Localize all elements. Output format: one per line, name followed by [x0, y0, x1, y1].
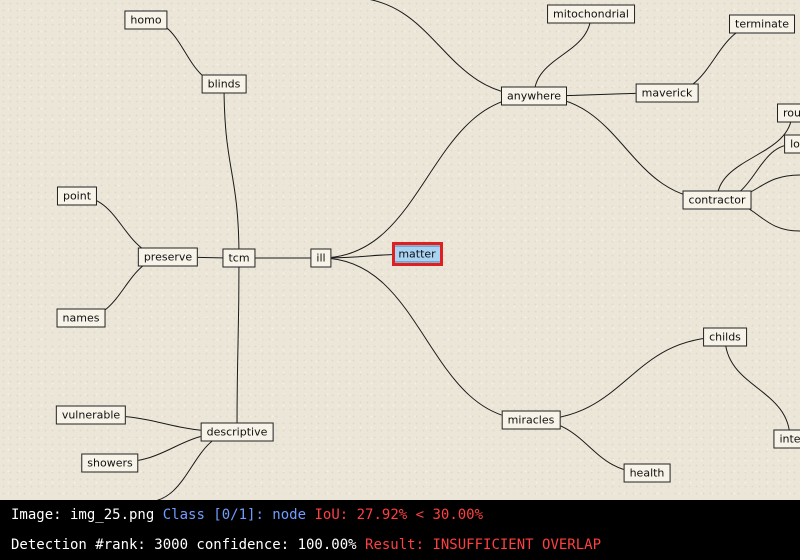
graph-edge [716, 112, 793, 201]
graph-edge [236, 257, 240, 433]
graph-edge [320, 257, 532, 421]
status-line-image: Image: img_25.png Class [0/1]: node IoU:… [11, 507, 483, 523]
graph-edge [369, 0, 535, 97]
graph-node-preserve[interactable]: preserve [137, 247, 199, 267]
graph-node-anywhere[interactable]: anywhere [500, 86, 568, 106]
graph-node-descriptive[interactable]: descriptive [200, 422, 274, 442]
graph-node-blinds[interactable]: blinds [201, 74, 247, 94]
graph-node-vulnerable[interactable]: vulnerable [55, 405, 127, 425]
graph-node-mitochondrial[interactable]: mitochondrial [547, 4, 635, 24]
graph-edge [320, 95, 535, 259]
graph-node-lo[interactable]: lo [784, 134, 800, 154]
graph-node-miracles[interactable]: miracles [501, 410, 561, 430]
graph-node-health[interactable]: health [623, 463, 671, 483]
graph-node-homo[interactable]: homo [124, 10, 168, 30]
graph-node-matter[interactable]: matter [392, 245, 442, 263]
result-label: Result: INSUFFICIENT OVERLAP [365, 537, 602, 553]
graph-edge [533, 95, 718, 201]
graph-node-terminate[interactable]: terminate [729, 14, 795, 34]
status-bar: Image: img_25.png Class [0/1]: node IoU:… [0, 500, 800, 560]
graph-node-tcm[interactable]: tcm [222, 248, 256, 268]
graph-node-inte[interactable]: inte [773, 429, 800, 449]
graph-node-point[interactable]: point [56, 186, 98, 206]
image-label: Image: img_25.png [11, 507, 155, 523]
graph-node-contractor[interactable]: contractor [682, 190, 752, 210]
graph-node-childs[interactable]: childs [703, 327, 747, 347]
graph-node-names[interactable]: names [56, 308, 106, 328]
graph-edge [533, 13, 592, 97]
class-label: Class [0/1]: node [162, 507, 307, 523]
graph-node-maverick[interactable]: maverick [635, 83, 699, 103]
graph-edge [530, 336, 726, 421]
graph-edge [223, 83, 240, 259]
status-line-detection: Detection #rank: 3000 confidence: 100.00… [11, 537, 601, 553]
detection-label: Detection #rank: 3000 confidence: 100.00… [11, 537, 357, 553]
iou-label: IoU: 27.92% < 30.00% [314, 507, 484, 523]
graph-edge [156, 431, 238, 500]
graph-edge [724, 336, 791, 440]
graph-canvas[interactable]: homo blinds point preserve names tcm ill matter… [0, 0, 800, 500]
graph-node-ill[interactable]: ill [310, 248, 332, 268]
graph-node-showers[interactable]: showers [81, 453, 139, 473]
detection-highlight-box [391, 242, 443, 266]
graph-node-rou[interactable]: rou [777, 103, 800, 123]
